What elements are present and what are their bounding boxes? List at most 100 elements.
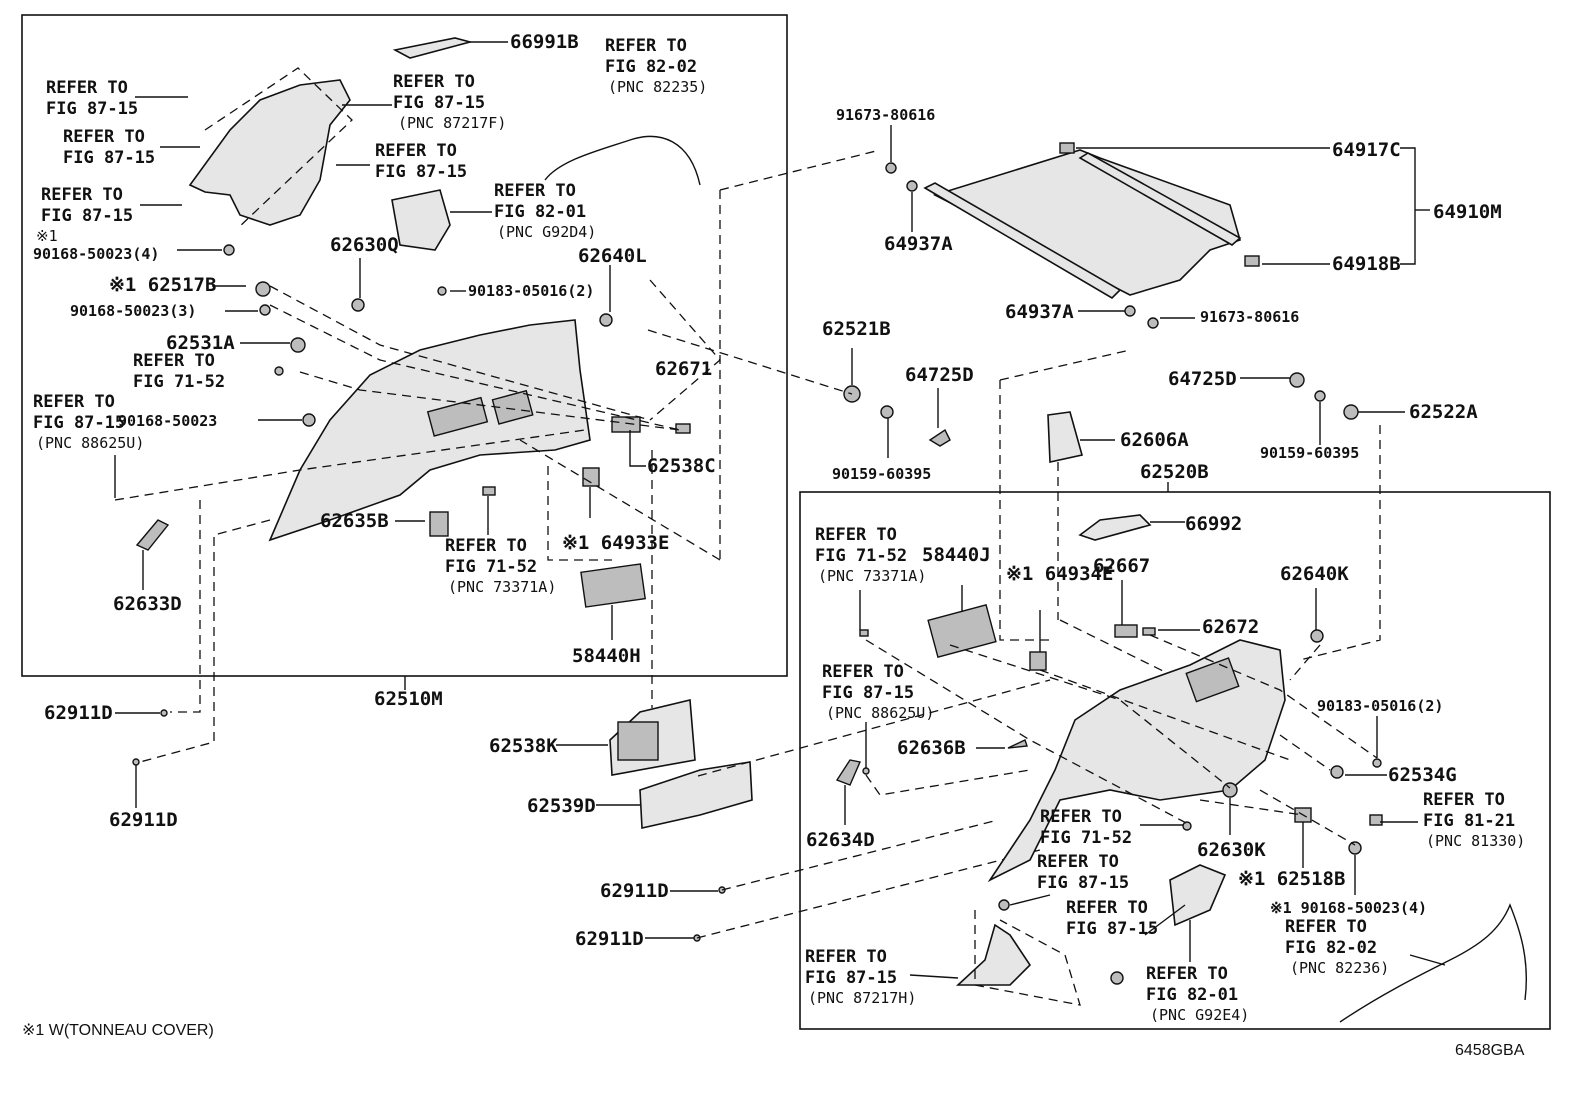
- refer-d-b: FIG 71-52: [1040, 828, 1132, 848]
- label-62911D-4: 62911D: [575, 928, 644, 950]
- label-62606A: 62606A: [1120, 429, 1189, 451]
- refer-6-c: (PNC G92D4): [497, 223, 596, 241]
- refer-i-c: (PNC G92E4): [1150, 1006, 1249, 1024]
- refer-2-a: REFER TO: [393, 72, 475, 92]
- label-62522A: 62522A: [1409, 401, 1478, 423]
- refer-2-b: FIG 87-15: [393, 93, 485, 113]
- refer-g-b: FIG 82-02: [1285, 938, 1377, 958]
- switch-bezel-66992: [1078, 514, 1152, 541]
- refer-i-a: REFER TO: [1146, 964, 1228, 984]
- label-64937A-1: 64937A: [884, 233, 953, 255]
- label-62538C: 62538C: [647, 455, 716, 477]
- trim-62539D: [639, 761, 753, 829]
- label-64918B: 64918B: [1332, 253, 1401, 275]
- refer-3-b: FIG 87-15: [63, 148, 155, 168]
- refer-g-c: (PNC 82236): [1290, 959, 1389, 977]
- refer-e-a: REFER TO: [1037, 852, 1119, 872]
- refer-7-b: FIG 71-52: [133, 372, 225, 392]
- duct-g92d4: [391, 189, 451, 251]
- refer-7-a: REFER TO: [133, 351, 215, 371]
- refer-5-b: FIG 87-15: [41, 206, 133, 226]
- refer-3-a: REFER TO: [63, 127, 145, 147]
- refer-g-a: REFER TO: [1285, 917, 1367, 937]
- refer-9-c: (PNC 73371A): [448, 578, 556, 596]
- label-90168-50023-left: 90168-50023: [118, 412, 217, 430]
- label-62520B: 62520B: [1140, 461, 1209, 483]
- refer-4-a: REFER TO: [375, 141, 457, 161]
- refer-4-b: FIG 87-15: [375, 162, 467, 182]
- label-62531A: 62531A: [166, 332, 235, 354]
- label-64910M: 64910M: [1433, 201, 1502, 223]
- quarter-trim-panel-right: [987, 639, 1286, 883]
- refer-82-02-l1: REFER TO: [605, 36, 687, 56]
- refer-f-a: REFER TO: [1066, 898, 1148, 918]
- refer-1-a: REFER TO: [46, 78, 128, 98]
- left-leaders: [114, 41, 721, 763]
- label-62630K: 62630K: [1197, 839, 1266, 861]
- label-62640K: 62640K: [1280, 563, 1349, 585]
- wire-harness-82235: [544, 135, 701, 186]
- refer-h-b: FIG 87-15: [805, 968, 897, 988]
- label-90168-50023-4-left: 90168-50023(4): [33, 245, 159, 263]
- label-58440H: 58440H: [572, 645, 641, 667]
- label-64934E: ※1 64934E: [1006, 563, 1113, 585]
- left-upper-bracket: [188, 67, 353, 229]
- label-64917C: 64917C: [1332, 139, 1401, 161]
- label-62534G: 62534G: [1388, 764, 1457, 786]
- quarter-trim-panel-left: [268, 319, 591, 542]
- refer-d-a: REFER TO: [1040, 807, 1122, 827]
- refer-6-b: FIG 82-01: [494, 202, 586, 222]
- refer-82-02-l3: (PNC 82235): [608, 78, 707, 96]
- label-66992: 66992: [1185, 513, 1242, 535]
- label-62911D-1: 62911D: [44, 702, 113, 724]
- label-91673-80616-top: 91673-80616: [836, 106, 935, 124]
- refer-b-a: REFER TO: [822, 662, 904, 682]
- label-62521B: 62521B: [822, 318, 891, 340]
- label-62634D: 62634D: [806, 829, 875, 851]
- right-lower-bracket: [955, 910, 1081, 1006]
- refer-c-a: REFER TO: [1423, 790, 1505, 810]
- drawing-code: 6458GBA: [1455, 1042, 1525, 1059]
- label-90168-50023-4-right: ※1 90168-50023(4): [1270, 899, 1427, 917]
- refer-9-b: FIG 71-52: [445, 557, 537, 577]
- refer-h-c: (PNC 87217H): [808, 989, 916, 1007]
- outside-leaders: [115, 149, 1405, 939]
- label-62510M: 62510M: [374, 688, 443, 710]
- wire-harness-82236: [1339, 903, 1528, 1023]
- right-small-parts: [835, 624, 1383, 985]
- switch-bezel-66991B: [392, 37, 474, 59]
- right-leaders: [844, 521, 1446, 979]
- label-62911D-2: 62911D: [109, 809, 178, 831]
- tonneau-cover-64910M: [885, 142, 1260, 329]
- refer-9-a: REFER TO: [445, 536, 527, 556]
- refer-5-a: REFER TO: [41, 185, 123, 205]
- label-90159-60395-2: 90159-60395: [1260, 444, 1359, 462]
- label-62635B: 62635B: [320, 510, 389, 532]
- label-62538K: 62538K: [489, 735, 558, 757]
- refer-a-c: (PNC 73371A): [818, 567, 926, 585]
- label-62672: 62672: [1202, 616, 1259, 638]
- refer-8-b: FIG 87-15: [33, 413, 125, 433]
- label-58440J: 58440J: [922, 544, 991, 566]
- clips-left: [135, 244, 691, 608]
- label-62667: 62667: [1093, 555, 1150, 577]
- label-62518B: ※1 62518B: [1238, 868, 1345, 890]
- refer-b-c: (PNC 88625U): [826, 704, 934, 722]
- label-62640L: 62640L: [578, 245, 647, 267]
- label-90168-50023-3: 90168-50023(3): [70, 302, 196, 320]
- tonneau-leaders: [890, 125, 1430, 319]
- trim-62538K: [609, 699, 696, 776]
- refer-f-b: FIG 87-15: [1066, 919, 1158, 939]
- label-62539D: 62539D: [527, 795, 596, 817]
- label-64933E: ※1 64933E: [562, 532, 669, 554]
- refer-i-b: FIG 82-01: [1146, 985, 1238, 1005]
- refer-8-c: (PNC 88625U): [36, 434, 144, 452]
- label-91673-80616-bottom: 91673-80616: [1200, 308, 1299, 326]
- refer-1-b: FIG 87-15: [46, 99, 138, 119]
- refer-82-02-l2: FIG 82-02: [605, 57, 697, 77]
- refer-6-a: REFER TO: [494, 181, 576, 201]
- right-assembly-box: [799, 491, 1551, 1030]
- refer-8-a: REFER TO: [33, 392, 115, 412]
